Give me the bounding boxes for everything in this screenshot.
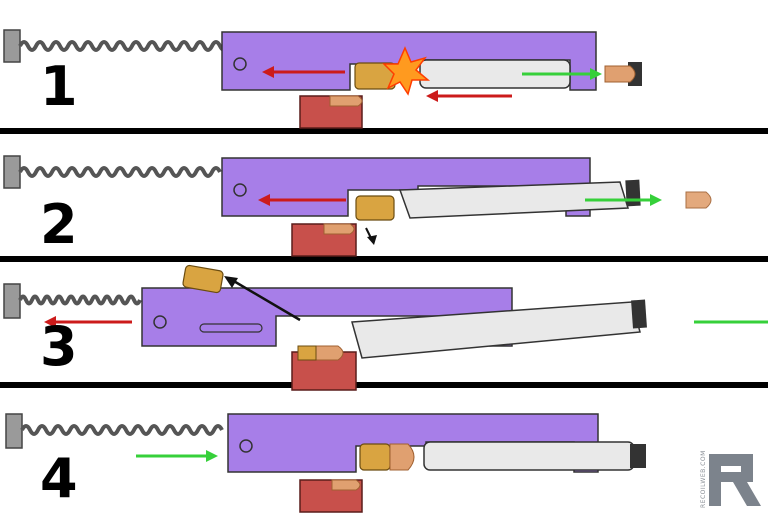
- slide-back-arrowhead: [262, 66, 274, 78]
- magazine-round: [323, 223, 355, 235]
- divider-3: [0, 382, 768, 388]
- barrel-muzzle: [625, 179, 641, 207]
- slide-pin: [239, 439, 253, 453]
- barrel-back-arrowhead: [426, 90, 438, 102]
- spring-guide-end: [3, 155, 21, 189]
- chambered-bullet: [389, 443, 415, 471]
- spring-guide-end: [5, 413, 23, 449]
- explosion-flash: [382, 46, 431, 96]
- ejected-brass-case: [182, 264, 224, 294]
- step-number-4: 4: [40, 447, 78, 510]
- slide-back-arrowhead: [258, 194, 270, 206]
- divider-1: [0, 128, 768, 134]
- magazine-round: [329, 95, 363, 107]
- recoil-spring: [18, 40, 230, 52]
- bullet-forward-arrowhead: [650, 194, 662, 206]
- slide-forward-arrowhead: [206, 450, 218, 462]
- brass-case: [355, 195, 395, 221]
- slide-pin: [233, 183, 247, 197]
- step-4-illustration: [5, 413, 646, 513]
- step-1-panel: 1: [0, 0, 768, 129]
- recoilweb-logo-icon: [709, 454, 761, 506]
- barrel: [351, 301, 641, 359]
- ejection-arrow: [231, 278, 301, 322]
- step-2-panel: 2: [0, 134, 768, 257]
- step-3-illustration: [3, 264, 768, 391]
- barrel: [423, 441, 635, 471]
- bullet-forward-arrowhead: [590, 68, 602, 80]
- step-1-illustration: [3, 29, 642, 129]
- recoil-spring: [18, 166, 222, 178]
- spring-guide-end: [3, 283, 21, 319]
- divider-2: [0, 256, 768, 262]
- slide-slot: [199, 323, 263, 333]
- step-4-panel: 4: [0, 388, 768, 513]
- magazine-round-case: [297, 345, 317, 361]
- step-number-2: 2: [40, 193, 78, 256]
- spring-guide-end: [3, 29, 21, 63]
- brass-case: [359, 443, 391, 471]
- spring-return-arrowhead: [44, 316, 56, 328]
- bullet: [604, 65, 636, 83]
- slide-pin: [233, 57, 247, 71]
- barrel-muzzle: [631, 299, 647, 329]
- barrel-tilt-arrowhead: [367, 235, 377, 245]
- step-3-panel: 3: [0, 262, 768, 391]
- magazine-round: [331, 479, 361, 491]
- step-number-3: 3: [40, 315, 78, 378]
- step-2-illustration: [3, 155, 712, 257]
- ejection-arrowhead: [224, 276, 238, 288]
- recoil-spring: [18, 294, 142, 306]
- barrel: [398, 181, 630, 219]
- recoil-spring: [20, 424, 224, 436]
- barrel-muzzle: [630, 444, 646, 468]
- slide-pin: [153, 315, 167, 329]
- step-number-1: 1: [40, 55, 78, 118]
- bullet: [685, 191, 712, 209]
